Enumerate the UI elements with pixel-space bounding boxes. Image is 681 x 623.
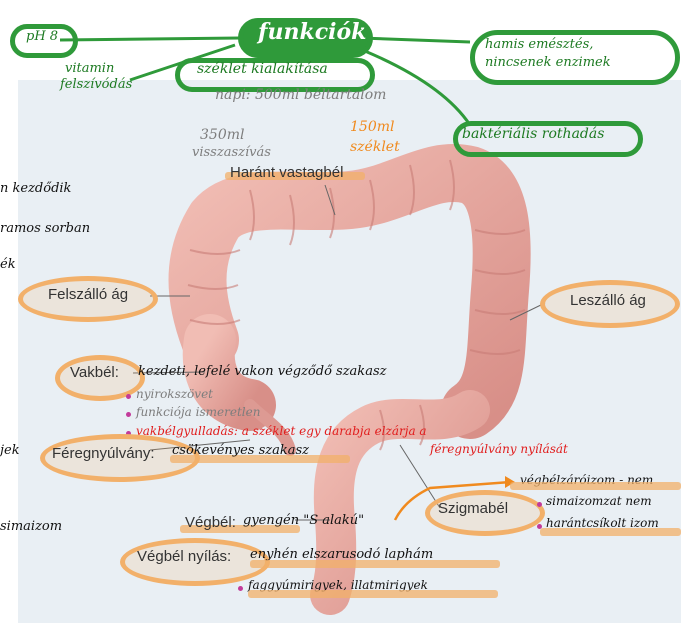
vegbel-nyilas-highlight xyxy=(250,560,500,568)
szigmabel-label: Szigmabél xyxy=(438,500,508,517)
ph-note: pH 8 xyxy=(26,30,58,44)
vakbel-label: Vakbél: xyxy=(70,364,119,381)
vegbel-nyilas-bullet xyxy=(238,586,243,591)
vakbel-bullet-1 xyxy=(126,394,131,399)
title: funkciók xyxy=(258,20,366,44)
bakterium-note: baktériális rothadás xyxy=(462,127,604,142)
left-note-2: ramos sorban xyxy=(0,222,90,236)
vitamin-note-1: vitamin xyxy=(65,62,114,76)
vakbel-desc: kezdeti, lefelé vakon végződő szakasz xyxy=(138,365,386,379)
szigma-bullet-1-text: simaizomzat nem xyxy=(546,495,652,508)
vakbel-bullet-3-text: vakbélgyulladás: a széklet egy darabja e… xyxy=(136,425,427,438)
ml150-note-2: széklet xyxy=(350,140,400,155)
felszallo-label: Felszálló ág xyxy=(48,286,128,303)
vitamin-note-2: felszívódás xyxy=(60,78,132,92)
vegbel-desc: gyengén "S alakú" xyxy=(243,514,364,528)
vakbel-bullet-2 xyxy=(126,412,131,417)
vegbel-nyilas-label: Végbél nyílás: xyxy=(137,548,231,565)
hamis-note-2: nincsenek enzimek xyxy=(485,56,611,70)
szeklet-note: széklet kialakítása xyxy=(197,62,328,77)
feregnyulvany-desc: csökevényes szakasz xyxy=(172,444,309,458)
left-note-4: jek xyxy=(0,444,20,458)
leszallo-label: Leszálló ág xyxy=(570,292,646,309)
harant-label: Haránt vastagbél xyxy=(230,164,343,181)
vegbel-label: Végbél: xyxy=(185,514,236,531)
ml350-note-2: visszaszívás xyxy=(192,146,271,160)
vakbel-bullet-1-text: nyirokszövet xyxy=(136,388,213,401)
vegbel-nyilas-highlight-2 xyxy=(248,590,498,598)
szigma-highlight-2 xyxy=(540,528,681,536)
hamis-note-1: hamis emésztés, xyxy=(485,38,593,52)
feregnyulvany-label: Féregnyúlvány: xyxy=(52,445,155,462)
ml150-note-1: 150ml xyxy=(350,120,394,135)
left-note-3: ék xyxy=(0,258,16,272)
left-note-1: n kezdődik xyxy=(0,182,71,196)
vakbel-bullet-3b-text: féregnyúlvány nyílását xyxy=(430,443,568,456)
szigma-bullet-1 xyxy=(537,502,542,507)
szigma-highlight xyxy=(510,482,681,490)
ml350-note-1: 350ml xyxy=(200,128,244,143)
napi-note: napi: 500ml béltartalom xyxy=(215,88,386,103)
vakbel-bullet-2-text: funkciója ismeretlen xyxy=(136,406,260,419)
left-note-5: simaizom xyxy=(0,520,62,534)
